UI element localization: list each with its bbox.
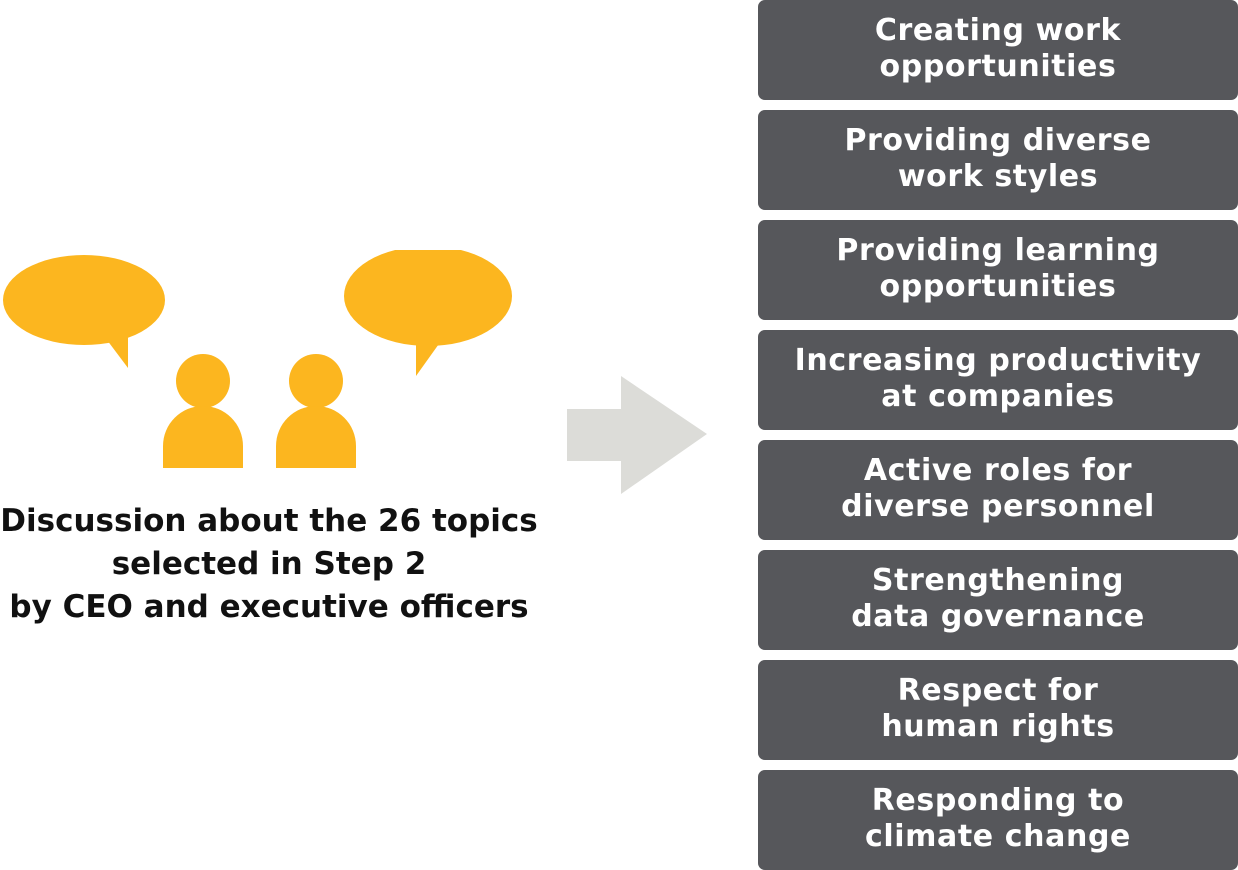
person-icon xyxy=(163,354,243,468)
topic-line: data governance xyxy=(851,599,1145,634)
speech-bubble-icon xyxy=(344,250,512,376)
topic-line: Responding to xyxy=(871,783,1125,818)
discussion-illustration xyxy=(3,250,512,468)
topic-line: Providing learning xyxy=(836,233,1160,268)
topic-line: Respect for xyxy=(897,673,1099,708)
topic-box: Creating work opportunities xyxy=(758,0,1238,100)
discussion-caption: Discussion about the 26 topics selected … xyxy=(0,500,538,629)
topic-line: opportunities xyxy=(879,49,1117,84)
topic-box: Strengthening data governance xyxy=(758,550,1238,650)
topic-box: Responding to climate change xyxy=(758,770,1238,870)
topic-box: Respect for human rights xyxy=(758,660,1238,760)
topic-box: Increasing productivity at companies xyxy=(758,330,1238,430)
topic-box: Providing learning opportunities xyxy=(758,220,1238,320)
topic-line: human rights xyxy=(881,709,1115,744)
topic-line: Creating work xyxy=(874,13,1122,48)
topic-list: Creating work opportunities Providing di… xyxy=(758,0,1238,870)
caption-line: selected in Step 2 xyxy=(111,546,427,582)
topic-line: opportunities xyxy=(879,269,1117,304)
topic-line: Active roles for xyxy=(863,453,1133,488)
topic-line: Providing diverse xyxy=(844,123,1152,158)
topic-box: Providing diverse work styles xyxy=(758,110,1238,210)
topic-line: work styles xyxy=(897,159,1099,194)
caption-line: by CEO and executive officers xyxy=(9,589,529,625)
topic-box: Active roles for diverse personnel xyxy=(758,440,1238,540)
caption-line: Discussion about the 26 topics xyxy=(0,503,538,539)
speech-bubble-icon xyxy=(3,255,165,368)
topic-line: climate change xyxy=(865,819,1131,854)
topic-line: diverse personnel xyxy=(841,489,1155,524)
topic-line: Strengthening xyxy=(871,563,1125,598)
person-icon xyxy=(276,354,356,468)
arrow-right-icon xyxy=(567,376,707,494)
topic-line: Increasing productivity xyxy=(794,343,1202,378)
topic-line: at companies xyxy=(881,379,1115,414)
